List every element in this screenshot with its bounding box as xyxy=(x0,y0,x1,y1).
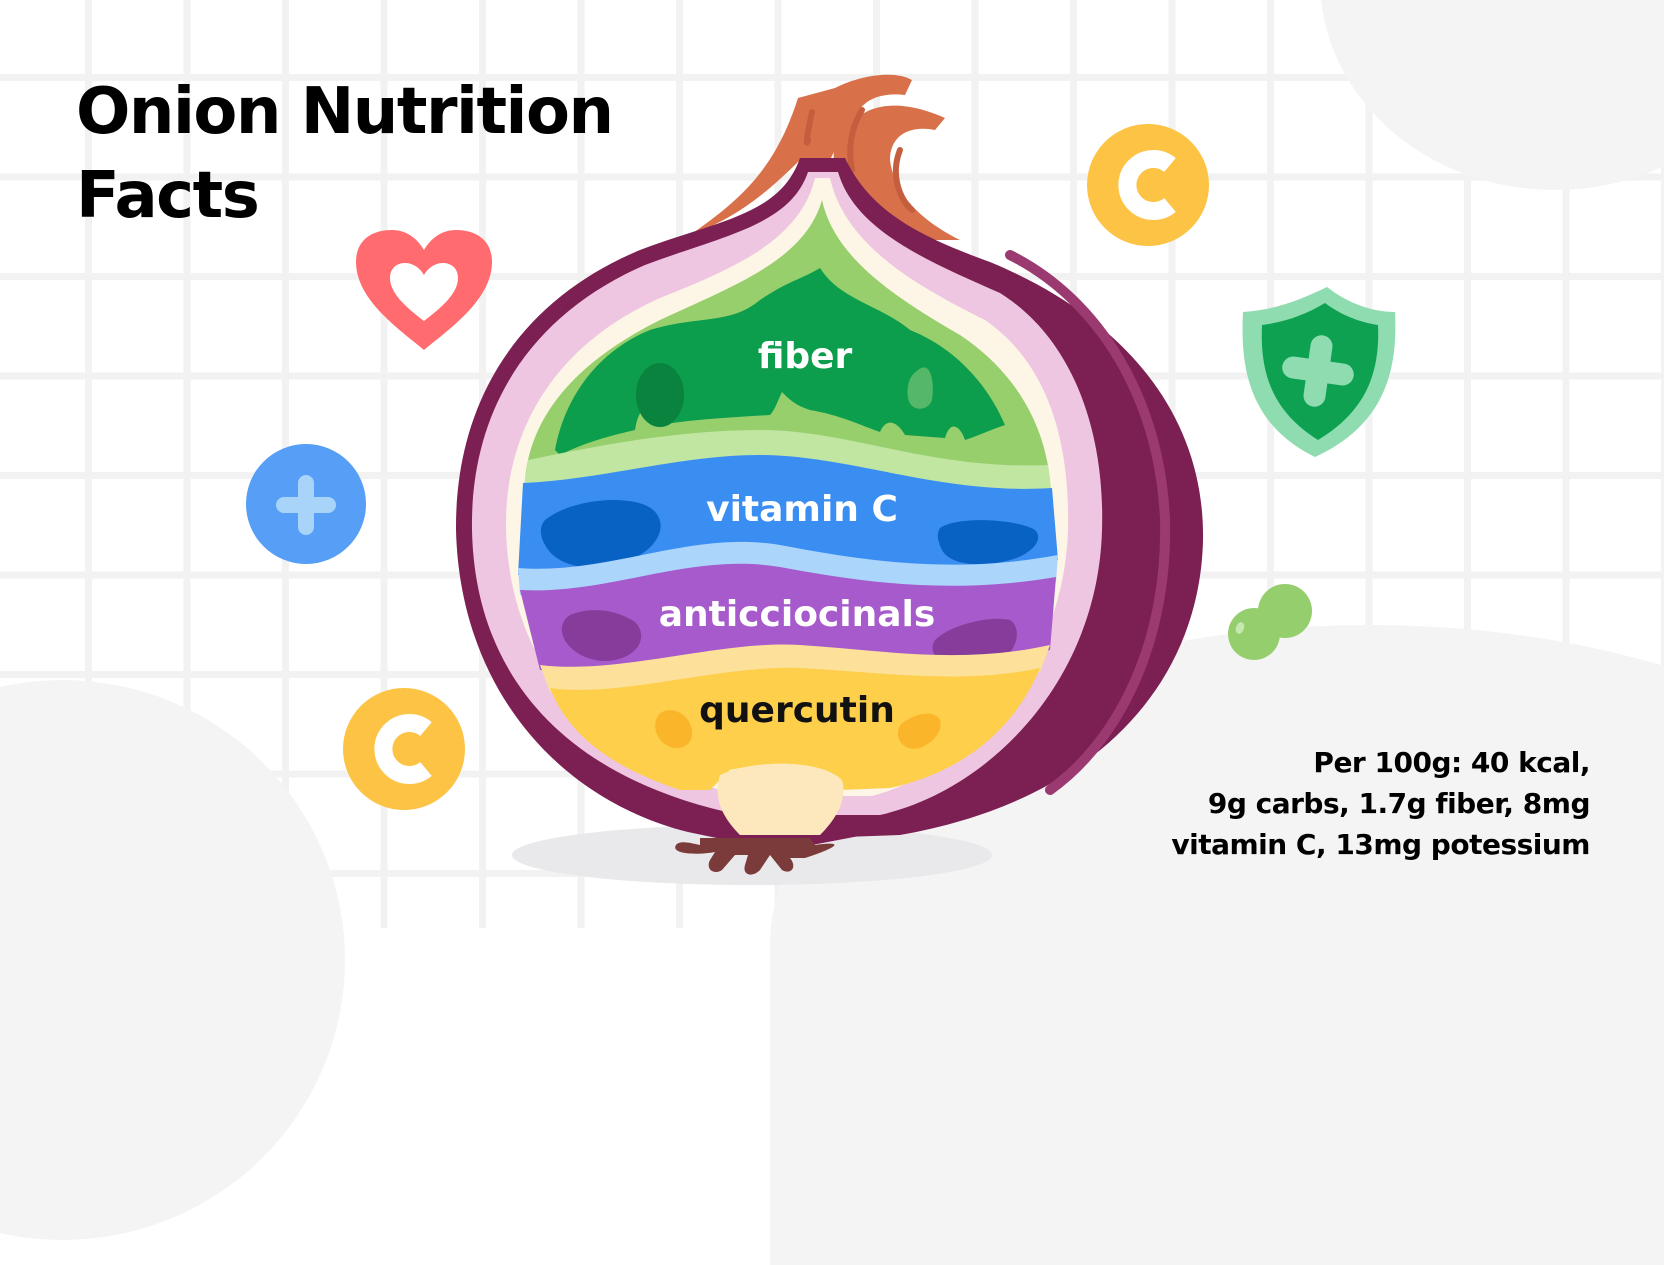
green-blob-icon xyxy=(1228,584,1312,660)
heart-icon xyxy=(356,230,492,350)
layer-label-fiber: fiber xyxy=(758,336,853,377)
nutrition-facts-line-2: 9g carbs, 1.7g fiber, 8mg xyxy=(1207,787,1591,820)
layer-label-anticciocinals: anticciocinals xyxy=(659,594,936,635)
title-line-2: Facts xyxy=(76,159,260,233)
vitamin-c-icon-top xyxy=(1087,124,1209,246)
onion-anticciocinals-layer xyxy=(520,563,1056,672)
shield-plus-icon xyxy=(1242,287,1396,457)
onion-vitamin-c-layer xyxy=(518,455,1058,576)
nutrition-facts-line-3: vitamin C, 13mg potessium xyxy=(1171,828,1590,861)
nutrition-facts-line-1: Per 100g: 40 kcal, xyxy=(1313,746,1590,779)
onion-illustration: fiber vitamin C anticciocinals quercutin xyxy=(246,74,1396,885)
onion-quercutin-layer xyxy=(550,667,1040,790)
vitamin-c-icon-bottom xyxy=(343,688,465,810)
page-title: Onion Nutrition Facts xyxy=(76,70,614,238)
title-line-1: Onion Nutrition xyxy=(76,75,614,149)
plus-circle-icon xyxy=(246,444,366,564)
onion-skin-highlight xyxy=(1005,250,1171,795)
layer-label-quercutin: quercutin xyxy=(699,690,895,731)
nutrition-facts: Per 100g: 40 kcal, 9g carbs, 1.7g fiber,… xyxy=(1171,742,1590,865)
onion-core xyxy=(717,763,844,835)
layer-label-vitamin-c: vitamin C xyxy=(706,489,898,530)
onion-roots xyxy=(675,838,835,875)
